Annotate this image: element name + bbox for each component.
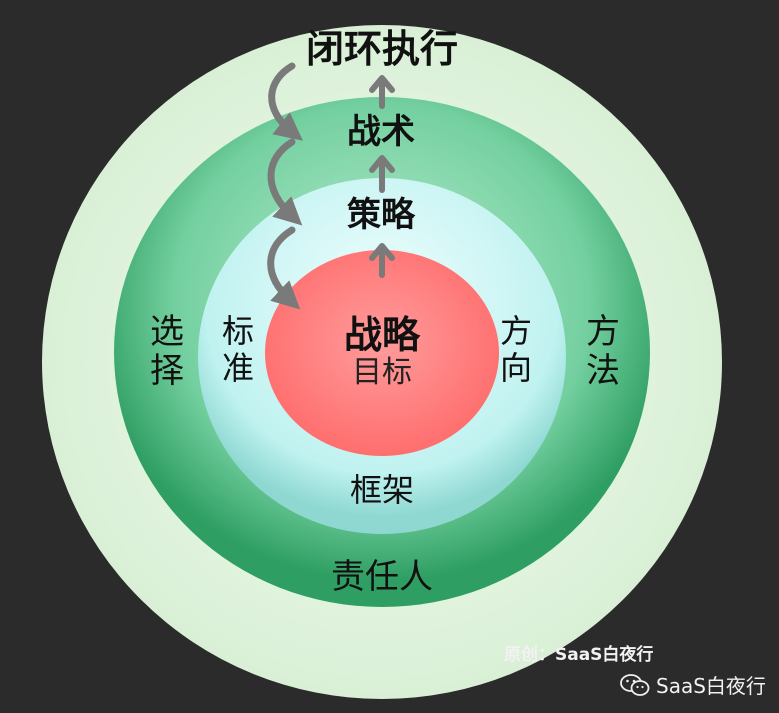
arrow-up-icon — [369, 75, 395, 109]
core-circle — [265, 250, 499, 456]
direction-char-2: 向 — [500, 348, 533, 387]
method-char-2: 法 — [586, 351, 620, 392]
method-char-1: 方 — [586, 312, 620, 352]
original-watermark: 原创：SaaS白夜行 — [504, 645, 654, 665]
method-label: 方 法 — [586, 312, 620, 392]
direction-label: 方 向 — [500, 313, 532, 387]
closed-loop-label: 闭环执行 — [305, 27, 459, 71]
account-name: SaaS白夜行 — [656, 674, 766, 698]
framework-label: 框架 — [349, 471, 415, 509]
tactics-label: 战术 — [347, 112, 415, 152]
selection-label: 选 择 — [150, 312, 184, 392]
selection-char-1: 选 — [150, 312, 184, 352]
standard-char-2: 准 — [222, 348, 255, 387]
account-badge: SaaS白夜行 — [620, 670, 766, 699]
curved-arrow-icon — [267, 138, 303, 226]
arrow-up-icon — [369, 155, 395, 193]
strategy-title: 战略 — [343, 313, 421, 357]
direction-char-1: 方 — [500, 312, 533, 350]
selection-char-2: 择 — [150, 351, 184, 392]
standard-char-1: 标 — [222, 312, 255, 350]
curved-arrow-icon — [267, 226, 301, 310]
curved-arrow-icon — [268, 62, 303, 141]
policy-label: 策略 — [347, 195, 415, 235]
strategy-subtitle: 目标 — [352, 355, 412, 390]
owner-label: 责任人 — [331, 557, 433, 597]
arrow-up-icon — [369, 243, 395, 278]
standard-label: 标 准 — [222, 313, 254, 387]
wechat-icon — [620, 673, 650, 696]
